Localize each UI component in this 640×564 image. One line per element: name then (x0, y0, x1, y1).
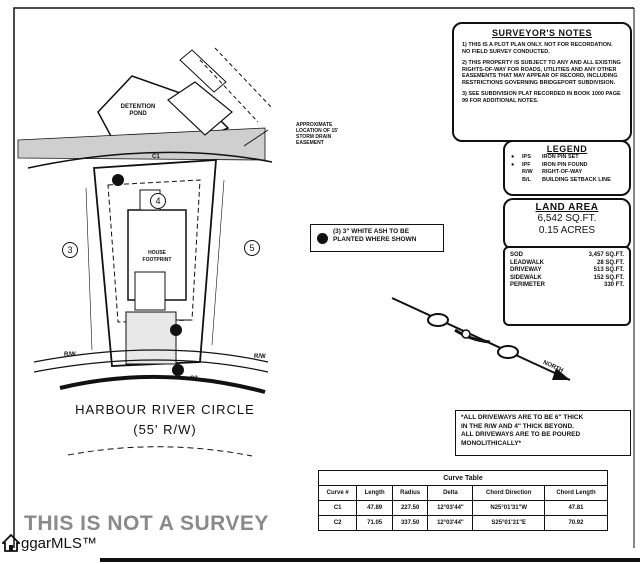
street-row-width: (55' R/W) (133, 422, 197, 437)
tree-planting-text: (3) 3" WHITE ASH TO BE PLANTED WHERE SHO… (333, 228, 417, 243)
tree-1 (112, 174, 124, 186)
mls-logo: ggarMLS™ (2, 534, 97, 552)
dim-right (211, 179, 225, 346)
easement-tag (179, 49, 227, 93)
mls-logo-text: ggarMLS™ (21, 534, 97, 552)
sidewalk-inner (33, 359, 269, 373)
tree-planting-note: (3) 3" WHITE ASH TO BE PLANTED WHERE SHO… (310, 224, 444, 252)
surveyor-note-1: 1) THIS IS A PLOT PLAN ONLY. NOT FOR REC… (462, 42, 613, 55)
garage (134, 271, 166, 311)
surveyor-note-2: 2) THIS PROPERTY IS SUBJECT TO ANY AND A… (462, 60, 621, 86)
easement-line-2 (199, 59, 259, 123)
rw-label-left: R/W (64, 352, 76, 358)
tree-symbol-icon (317, 233, 328, 244)
street-centerline (67, 446, 253, 457)
curb (59, 374, 266, 394)
driveway-note-line: IN THE R/W AND 4" THICK BEYOND. (461, 422, 574, 430)
easement-line-1 (214, 47, 273, 109)
rear-boundary-curve (27, 151, 273, 169)
lot-number-right: 5 (244, 240, 260, 256)
driveway (125, 311, 177, 365)
legend-title: LEGEND (546, 144, 588, 154)
c2-label: C2 (190, 376, 198, 382)
setback-line (107, 179, 201, 323)
sheet-border (13, 7, 634, 548)
land-area-box: LAND AREA 6,542 SQ.FT. 0.15 ACRES (503, 198, 631, 250)
driveway-note-box: *ALL DRIVEWAYS ARE TO BE 6" THICK IN THE… (455, 410, 631, 456)
easement-block (167, 81, 233, 136)
house-label: HOUSE FOOTPRINT (142, 250, 172, 263)
surveyor-note-3: 3) SEE SUBDIVISION PLAT RECORDED IN BOOK… (462, 91, 621, 104)
dim-left (85, 187, 93, 351)
land-area-sqft: 6,542 SQ.FT. (537, 213, 597, 224)
rw-label-right: R/W (254, 354, 266, 360)
north-arrow (391, 297, 571, 381)
driveway-note-line: *ALL DRIVEWAYS ARE TO BE 6" THICK (461, 414, 584, 421)
driveway-note-line: MONOLITHICALLY* (461, 439, 522, 447)
tree-3 (172, 364, 184, 376)
c1-label: C1 (152, 154, 160, 160)
curve-table-title: Curve Table (318, 470, 608, 486)
lot-number-left: 3 (62, 242, 78, 258)
driveway-note-line: ALL DRIVEWAYS ARE TO BE POURED (461, 431, 581, 438)
easement-label: APPROXIMATE LOCATION OF 15' STORM DRAIN … (296, 122, 339, 146)
house-logo-icon (2, 534, 20, 552)
surveyor-notes-title: SURVEYOR'S NOTES (492, 28, 592, 38)
sidewalk-outer (33, 349, 269, 363)
not-a-survey-watermark: THIS IS NOT A SURVEY (24, 512, 269, 535)
lot-number-center: 4 (150, 193, 166, 209)
land-area-title: LAND AREA (535, 202, 599, 213)
surveyor-notes-box: SURVEYOR'S NOTES 1) THIS IS A PLOT PLAN … (452, 22, 632, 142)
land-area-acres: 0.15 ACRES (538, 225, 596, 236)
tree-2 (170, 324, 182, 336)
street-name: HARBOUR RIVER CIRCLE (75, 402, 255, 417)
detention-pond-label: DETENTION POND (120, 104, 156, 117)
easement-pointer (243, 129, 269, 147)
